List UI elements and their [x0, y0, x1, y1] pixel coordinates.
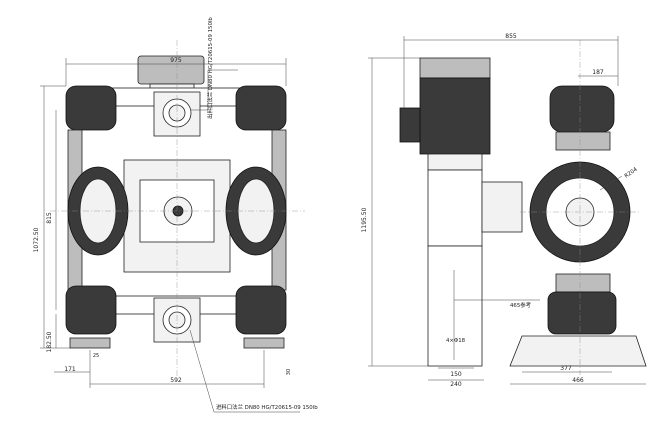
dim-front-height-total: 1072.50: [33, 227, 40, 252]
bottom-right-elbow: [235, 285, 287, 335]
side-top-manifold: [555, 131, 611, 151]
dim-side-base-a: 150: [450, 371, 462, 378]
clearance-note: 465参考: [510, 301, 532, 309]
right-foot: [243, 337, 285, 349]
side-bottom-manifold: [555, 273, 611, 293]
outlet-flange-label: 出料口法兰 DN80 HG/T20615-09 150lb: [206, 17, 214, 119]
bottom-left-elbow: [65, 285, 117, 335]
dim-front-bottom-left: 171: [64, 366, 76, 373]
dim-side-height-total: 1195.50: [361, 207, 368, 232]
side-base: [509, 335, 647, 367]
side-coupling: [481, 181, 523, 233]
dim-side-base-c: 377: [560, 365, 572, 372]
top-left-elbow: [65, 85, 117, 131]
side-view: 855 187 1195.50 R204 465参考 4×Φ18 150 240…: [361, 33, 647, 388]
dim-front-bottom-small-b: 30: [286, 369, 292, 375]
side-terminal-box: [399, 107, 421, 143]
side-top-elbow: [549, 85, 615, 133]
dim-front-height-mid: 815: [46, 212, 53, 224]
dim-side-top-right: 187: [592, 69, 604, 76]
dim-side-hole-spec: 4×Φ18: [446, 338, 466, 344]
dim-front-width-top: 975: [170, 57, 182, 64]
side-motor-flange: [427, 153, 483, 171]
side-bottom-elbow: [547, 291, 617, 335]
dim-front-bottom-center: 592: [170, 377, 182, 384]
dim-side-disc: R204: [624, 166, 639, 179]
dim-side-width-total: 855: [505, 33, 517, 40]
dim-front-bottom-small-a: 25: [93, 353, 99, 359]
side-gearbox: [427, 169, 483, 247]
side-motor-cap: [419, 57, 491, 79]
dim-front-height-bottom: 182.50: [46, 331, 53, 352]
top-right-elbow: [235, 85, 287, 131]
inlet-flange-label: 进料口法兰 DN80 HG/T20615-09 150lb: [216, 403, 318, 411]
front-view: 975 1072.50 815 182.50 171 592 25 30 出料口…: [33, 17, 318, 413]
side-stand: [427, 245, 483, 367]
left-foot: [69, 337, 111, 349]
dim-side-base-b: 240: [450, 381, 462, 388]
dim-side-base-d: 466: [572, 377, 584, 384]
side-motor-body: [419, 77, 491, 155]
